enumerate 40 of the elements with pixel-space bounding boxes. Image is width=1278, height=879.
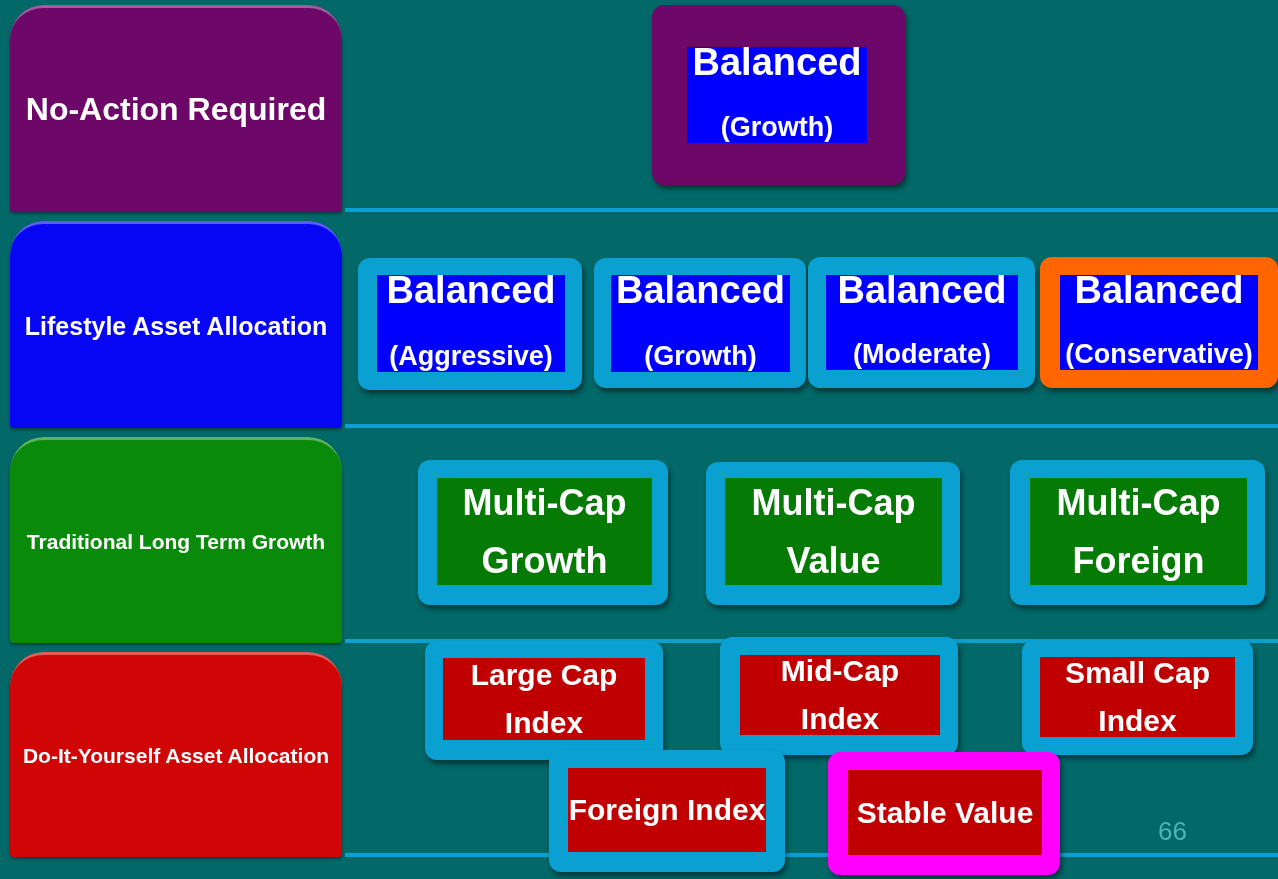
category-box [10,221,342,428]
category-box [10,5,342,212]
category-title: Traditional Long Term Growth [25,528,327,555]
fund-name: Multi-Cap Growth [461,480,628,583]
fund-box [418,460,668,605]
fund-box [706,462,960,605]
fund-box [808,257,1035,388]
fund-box [425,641,663,760]
fund-box [358,258,582,390]
fund-box [1022,640,1253,755]
category-box [10,652,342,857]
fund-name: Balanced [386,269,556,313]
fund-subtitle: (Growth) [644,340,757,372]
fund-box [1040,257,1278,388]
category-box [10,437,342,643]
fund-box [594,258,806,388]
fund-subtitle: (Moderate) [853,338,991,370]
page-number: 66 [1158,816,1187,847]
fund-box [720,637,958,755]
fund-box [549,750,785,872]
fund-box [828,752,1060,875]
fund-name: Multi-Cap Value [750,480,917,583]
fund-name: Balanced [692,41,862,85]
fund-name: Large Cap Index [469,657,619,741]
fund-name: Balanced [837,269,1007,313]
category-title: Lifestyle Asset Allocation [23,310,329,342]
fund-name: Balanced [1074,269,1244,313]
fund-subtitle: (Growth) [720,111,834,143]
fund-name: Stable Value [856,794,1034,831]
category-title: No-Action Required [24,90,328,130]
fund-name: Multi-Cap Foreign [1055,480,1222,583]
fund-subtitle: (Conservative) [1065,338,1253,370]
category-title: Do-It-Yourself Asset Allocation [21,743,331,770]
fund-name: Balanced [616,269,785,313]
fund-name: Small Cap Index [1063,655,1212,739]
fund-box [1010,460,1265,605]
fund-box [652,5,905,185]
fund-name: Foreign Index [568,792,766,828]
fund-name: Mid-Cap Index [779,653,901,737]
fund-subtitle: (Aggressive) [389,340,553,372]
